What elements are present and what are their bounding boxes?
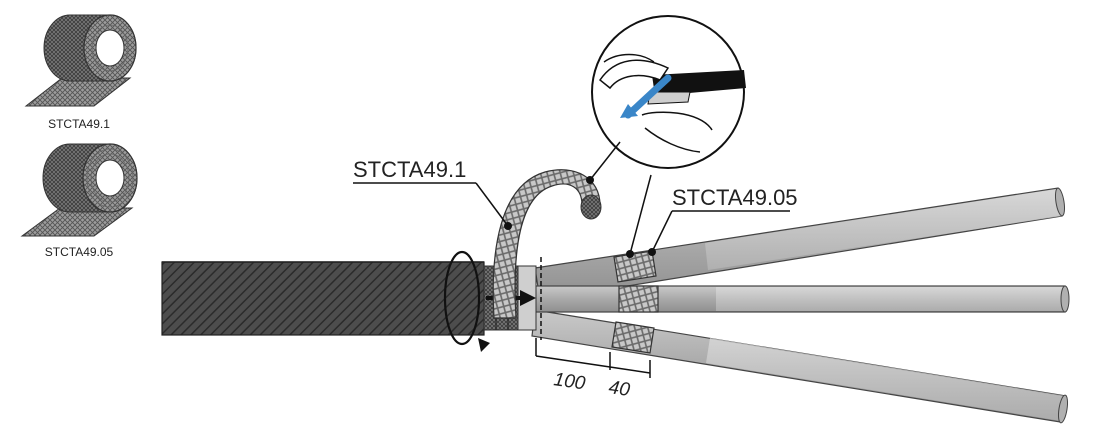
narrow-tape-band-bottom: [611, 321, 655, 354]
detail-magnifier: [586, 15, 746, 184]
narrow-tape-band-middle: [618, 285, 659, 313]
wide-tape-label: STCTA49.1: [353, 157, 466, 182]
rotation-arrow: [443, 250, 490, 352]
dimension-40: 40: [607, 377, 631, 401]
narrow-tape-band-top: [613, 250, 657, 283]
dimension-lines: [535, 338, 651, 378]
roll-top: [24, 14, 137, 107]
narrow-tape-label: STCTA49.05: [672, 185, 798, 210]
dimension-100: 100: [552, 369, 587, 394]
core-bottom: [531, 309, 1069, 424]
roll-top-label: STCTA49.1: [48, 117, 110, 131]
core-middle: [534, 285, 1070, 313]
roll-bottom-label: STCTA49.05: [45, 245, 114, 259]
core-top: [534, 187, 1066, 301]
main-cable: [161, 261, 485, 336]
roll-bottom: [20, 143, 138, 237]
wide-tape-callout: [353, 182, 512, 230]
narrow-tape-callout: [626, 174, 790, 258]
wide-tape-strip: [492, 169, 602, 319]
